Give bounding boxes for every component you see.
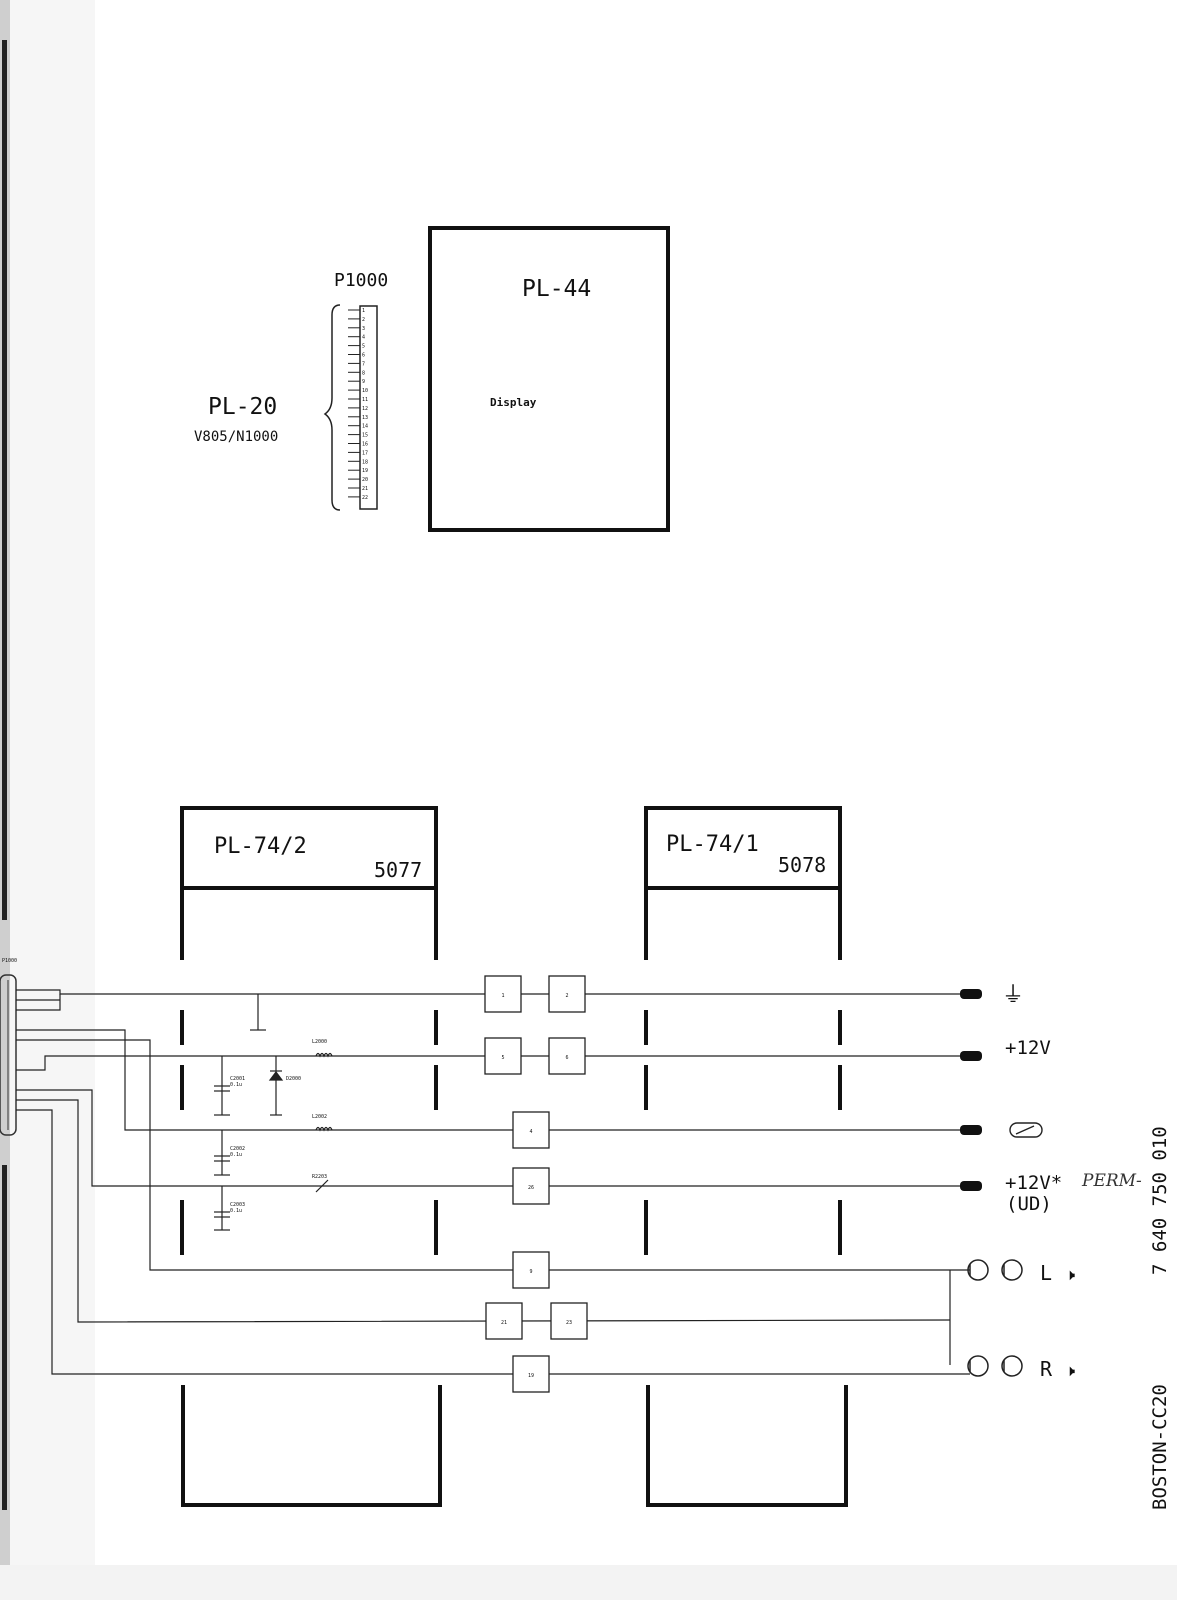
out-12v-perm-label: +12V* bbox=[1005, 1172, 1062, 1194]
pin-box bbox=[550, 1302, 588, 1340]
connector-pin-number: 4 bbox=[362, 335, 365, 341]
pin-box bbox=[548, 1037, 586, 1075]
pl20-name: PL-20 bbox=[208, 394, 277, 420]
rca-jacks bbox=[967, 1259, 1023, 1377]
handwritten-note: PERM- bbox=[1081, 1171, 1142, 1191]
ground-symbol-icon: ⏚ bbox=[1002, 983, 1024, 1008]
pin-box bbox=[484, 1037, 522, 1075]
pl74-1-name: PL-74/1 bbox=[666, 832, 759, 857]
connector-pin-number: 13 bbox=[362, 415, 368, 421]
pin-box-label: 19 bbox=[528, 1373, 534, 1379]
connector-pin-number: 17 bbox=[362, 450, 368, 456]
pin-box bbox=[512, 1167, 550, 1205]
pin-box bbox=[512, 1355, 550, 1393]
pl74-1-code: 5078 bbox=[778, 853, 826, 877]
connector-pin-number: 6 bbox=[362, 353, 365, 359]
out-right-label: R bbox=[1040, 1357, 1053, 1381]
board-pl74-2: PL-74/2 5077 bbox=[180, 806, 442, 1507]
connector-pin-number: 12 bbox=[362, 406, 368, 412]
component-labels: L2000 L2002 C2001 0.1u D2000 C2002 0.1u … bbox=[230, 1039, 327, 1214]
connector-pin-number: 16 bbox=[362, 442, 368, 448]
connector-p1000: P1000 1234567891011121314151617181920212… bbox=[334, 270, 388, 510]
c2002-val: 0.1u bbox=[230, 1152, 242, 1158]
board-pl44: PL-44 Display bbox=[428, 226, 670, 532]
c2001-val: 0.1u bbox=[230, 1082, 242, 1088]
pin-box-label: 1 bbox=[501, 993, 504, 999]
switch-icon bbox=[1009, 1122, 1043, 1138]
out-12v-label: +12V bbox=[1005, 1037, 1051, 1059]
pin-box bbox=[484, 975, 522, 1013]
components bbox=[214, 1052, 333, 1231]
connector-pin-number: 5 bbox=[362, 344, 365, 350]
pl20-group: PL-20 V805/N1000 bbox=[194, 304, 341, 511]
connector-pin-number: 19 bbox=[362, 468, 368, 474]
pl44-function: Display bbox=[490, 396, 537, 409]
r2203-label: R2203 bbox=[312, 1174, 327, 1180]
connector-pin-number: 20 bbox=[362, 477, 368, 483]
out-left-label: L bbox=[1040, 1261, 1052, 1285]
speaker-right-icon: 🕨 bbox=[1065, 1361, 1075, 1380]
model-name: BOSTON-CC20 bbox=[1149, 1384, 1171, 1510]
speaker-left-icon: 🕨 bbox=[1065, 1265, 1075, 1284]
connector-pin-number: 15 bbox=[362, 433, 368, 439]
l2002-label: L2002 bbox=[312, 1114, 327, 1120]
connector-pin-number: 14 bbox=[362, 424, 368, 430]
pin-box-label: 23 bbox=[566, 1320, 572, 1326]
c2003-val: 0.1u bbox=[230, 1208, 242, 1214]
pl20-sub: V805/N1000 bbox=[194, 429, 278, 445]
pl44-name: PL-44 bbox=[522, 276, 591, 302]
connector-pin-number: 8 bbox=[362, 370, 365, 376]
l2000-label: L2000 bbox=[312, 1039, 327, 1045]
connector-label: P1000 bbox=[334, 270, 388, 291]
pl74-2-name: PL-74/2 bbox=[214, 834, 307, 859]
c2001-ref: C2001 bbox=[230, 1076, 245, 1082]
pin-box-label: 6 bbox=[565, 1055, 568, 1061]
connector-pin-number: 10 bbox=[362, 388, 368, 394]
connector-pin-number: 1 bbox=[362, 308, 365, 314]
pin-box-label: 21 bbox=[501, 1320, 507, 1326]
pin-box-label: 5 bbox=[501, 1055, 504, 1061]
part-number: 7 640 750 010 bbox=[1149, 1126, 1171, 1275]
pin-box bbox=[512, 1111, 550, 1149]
pin-box-label: 9 bbox=[529, 1269, 532, 1275]
d2000-label: D2000 bbox=[286, 1076, 301, 1082]
pin-box bbox=[548, 975, 586, 1013]
terminals bbox=[960, 989, 982, 1191]
edge-connector-label: P1000 bbox=[2, 958, 17, 964]
pl44-frame bbox=[428, 226, 670, 532]
connector-pin-number: 2 bbox=[362, 317, 365, 323]
board-pl74-1: PL-74/1 5078 bbox=[644, 806, 848, 1507]
pin-boxes: 1 2 5 6 4 26 9 21 23 19 bbox=[484, 975, 588, 1393]
edge-connector: P1000 bbox=[0, 958, 17, 1136]
pl20-brace bbox=[323, 304, 341, 511]
pin-box-label: 26 bbox=[528, 1185, 534, 1191]
pin-box-label: 4 bbox=[529, 1129, 532, 1135]
connector-pin-number: 22 bbox=[362, 495, 368, 501]
c2003-ref: C2003 bbox=[230, 1202, 245, 1208]
pin-box bbox=[485, 1302, 523, 1340]
connector-pin-number: 21 bbox=[362, 486, 368, 492]
out-ud-label: (UD) bbox=[1006, 1193, 1052, 1215]
connector-pin-number: 11 bbox=[362, 397, 368, 403]
connector-pin-number: 3 bbox=[362, 326, 365, 332]
pin-box-label: 2 bbox=[565, 993, 568, 999]
connector-pin-number: 7 bbox=[362, 361, 365, 367]
pin-box bbox=[512, 1251, 550, 1289]
pl74-2-code: 5077 bbox=[374, 858, 422, 882]
connector-pin-number: 9 bbox=[362, 379, 365, 385]
connector-pin-number: 18 bbox=[362, 459, 368, 465]
c2002-ref: C2002 bbox=[230, 1146, 245, 1152]
